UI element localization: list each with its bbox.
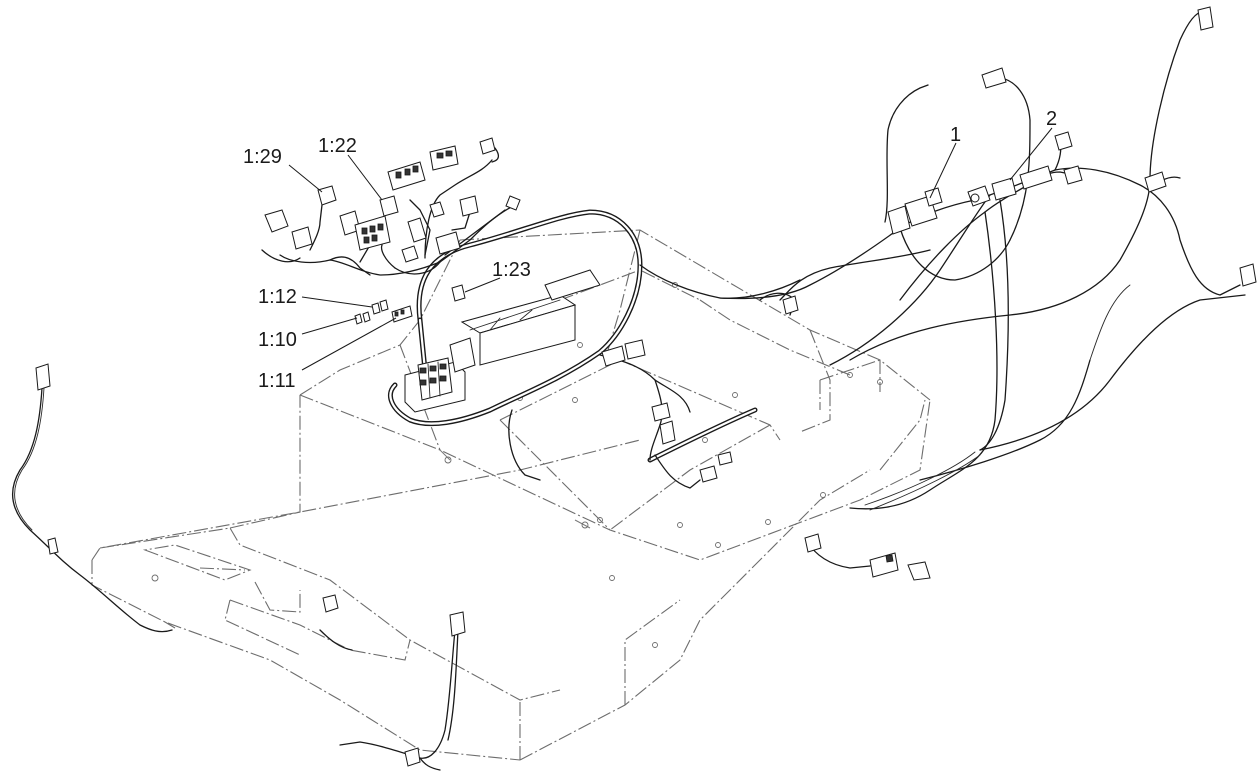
callout-1-29: 1:29 (243, 146, 282, 168)
callout-1-22: 1:22 (318, 135, 357, 157)
main-harness-loop (388, 209, 643, 481)
callout-1-12: 1:12 (258, 286, 297, 308)
small-terminal-parts (354, 284, 466, 325)
callout-1-10: 1:10 (258, 329, 297, 351)
front-harness (319, 594, 466, 771)
lower-right-connectors (804, 533, 931, 581)
callout-labels: 1:29 1:22 1:23 1:12 1:10 1:11 1 2 (243, 108, 1057, 392)
floor-harness (599, 339, 758, 489)
center-bracket (460, 269, 601, 366)
left-harness (11, 363, 173, 633)
callout-1-23: 1:23 (492, 259, 531, 281)
chassis-frame (91, 229, 931, 761)
callout-2: 2 (1046, 108, 1057, 130)
relay-block (404, 337, 476, 413)
callout-1-11: 1:11 (258, 370, 295, 392)
callout-1: 1 (950, 124, 961, 146)
right-harness (639, 6, 1257, 511)
callout-leaders (288, 127, 1053, 371)
upper-left-harness (261, 137, 521, 276)
